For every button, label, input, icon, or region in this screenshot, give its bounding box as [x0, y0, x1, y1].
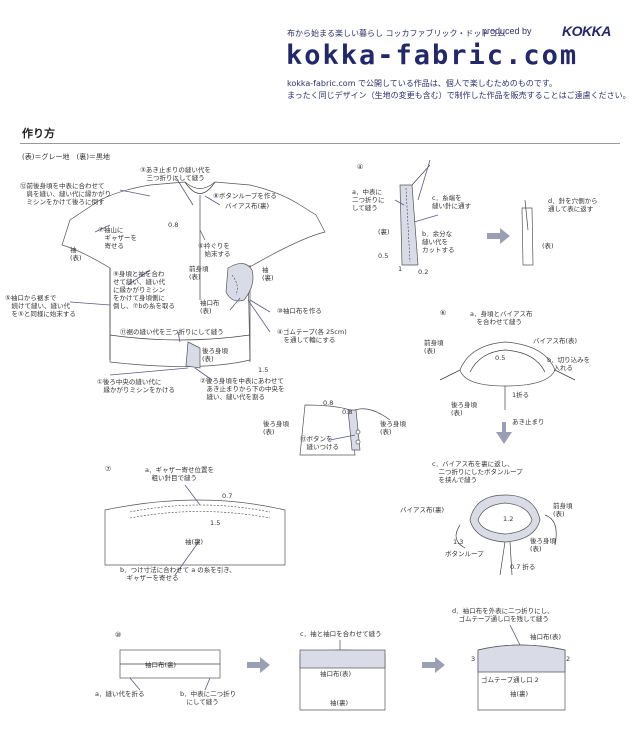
step4-0.2: 0.2 — [418, 268, 429, 276]
label-step13: ⑬ボタンを 縫いつける — [300, 435, 339, 451]
label-step12: ⑫前後身頃を中表に合わせて 肩を縫い、縫い代に縁かがり ミシンをかけて後ろに倒す — [20, 182, 111, 206]
label-step11: ⑪裾の縫い代を三つ折りにして縫う — [120, 328, 224, 336]
step10-number: ⑩ — [115, 631, 122, 639]
step6-back2: 後ろ身頃 (表) — [530, 537, 556, 553]
step7-1.5: 1.5 — [210, 519, 221, 527]
step7-sleeve: 袖(裏) — [185, 538, 204, 546]
step6-bias: バイアス布(表) — [533, 337, 578, 345]
step6-a: a．身頃とバイアス布 を合わせて縫う — [470, 310, 533, 326]
step6-drawing — [439, 341, 576, 576]
step10-cuff2: 袖口布(表) — [320, 670, 352, 678]
label-0.8-a: 0.8 — [168, 221, 179, 229]
label-0.8-c: 0.8 — [342, 408, 353, 416]
step4-1: 1 — [398, 265, 403, 273]
step6-c: c．バイアス布を裏に返し、 二つ折りにしたボタンループ を挟んで縫う — [432, 460, 523, 484]
step6-fold: 1折る — [512, 391, 530, 399]
notice-line-1: kokka-fabric.com で公開している作品は、個人で楽しむためのもので… — [287, 79, 557, 88]
step10-2: 2 — [566, 655, 571, 663]
step10-drawing — [119, 624, 566, 711]
label-step3: ③あき止まりの縫い代を 三つ折りにして縫う — [140, 166, 211, 182]
step6-0.5: 0.5 — [495, 354, 506, 362]
step6-stop: あき止まり — [512, 418, 545, 426]
label-front-body: 前身頃 (表) — [189, 265, 209, 281]
color-legend: (表)＝グレー地 (裏)＝黒地 — [22, 153, 110, 161]
step10-c: c．袖と袖口を合わせて縫う — [300, 630, 382, 638]
section-title: 作り方 — [22, 127, 55, 140]
step4-number: ④ — [357, 163, 364, 171]
label-step8: ⑧ボタンループを作る — [213, 192, 277, 200]
back-opening-detail — [299, 404, 391, 456]
smock-garment-drawing — [61, 181, 326, 369]
step4-c: c．糸端を 縫い針に通す — [432, 194, 471, 210]
label-0.8-b: 0.8 — [323, 399, 334, 407]
step6-front: 前身頃 (表) — [424, 339, 444, 355]
step10-b: b．中表に二つ折り にして縫う — [180, 690, 237, 706]
step10-cuff3: 袖口布(表) — [530, 633, 562, 641]
step10-cuff1: 袖口布(裏) — [145, 661, 177, 669]
step10-sleeve3: 袖(裏) — [510, 690, 529, 698]
step6-back: 後ろ身頃 (表) — [451, 401, 477, 417]
step4-b: b．余分な 縫い代を カットする — [422, 230, 455, 254]
section-rule — [20, 143, 620, 144]
step6-fold2: 0.7 折る — [510, 563, 536, 571]
produced-by: produced by — [482, 26, 532, 36]
step4-drawing — [394, 159, 534, 266]
step6-1.3: 1.3 — [453, 538, 464, 546]
label-step6: ⑥衿ぐりを 始末する — [198, 242, 231, 258]
step10-sleeve2: 袖(裏) — [330, 699, 349, 707]
step6-front2: 前身頃 (表) — [553, 502, 573, 518]
step10-gum: ゴムテープ通し口 2 — [481, 676, 539, 684]
label-step5: ⑤袖口から裾まで 続けて縫い、縫い代 を⑤と同様に始末する — [5, 294, 76, 318]
step6-1.2: 1.2 — [503, 515, 514, 523]
label-bias-back: バイアス布(裏) — [225, 202, 270, 210]
step7-0.7: 0.7 — [222, 492, 233, 500]
step10-a: a．縫い代を折る — [95, 690, 145, 698]
label-back-body-2: 後ろ身頃 (表) — [263, 420, 289, 436]
label-step1: ①後ろ中央の縫い代に 縁かがりミシンをかける — [97, 378, 175, 394]
step7-number: ⑦ — [105, 465, 112, 473]
step7-a: a．ギャザー寄せ位置を 粗い針目で縫う — [145, 466, 214, 482]
label-back-body: 後ろ身頃 (表) — [202, 347, 228, 363]
label-sleeve-front: 袖 (表) — [70, 246, 82, 262]
step4-ura: (裏) — [378, 228, 390, 236]
label-step7: ⑦袖山に ギャザーを 寄せる — [98, 226, 137, 250]
label-1.5: 1.5 — [258, 366, 269, 374]
label-sleeve-back: 袖 (裏) — [262, 266, 274, 282]
leader-lines-main — [69, 175, 271, 381]
label-step10: ⑩袖口布を作る — [277, 307, 322, 315]
step10-3: 3 — [471, 655, 476, 663]
step4-0.5: 0.5 — [378, 252, 389, 260]
step6-b: b．切り込みを 入れる — [547, 356, 591, 372]
step4-omote: (表) — [542, 242, 554, 250]
step4-a: a．中表に 二つ折りに して縫う — [352, 188, 385, 212]
notice-line-2: まったく同じデザイン（生地の変更も含む）で制作した作品を販売することはご遠慮くだ… — [287, 91, 631, 100]
label-step9: ⑨身頃と袖を合わ せて縫い、縫い代 に縁かがりミシン をかけて身頃側に 倒し、⑦… — [113, 270, 175, 310]
label-step2: ②後ろ身頃を中表にあわせて あき止まりから下の中央を 縫い、縫い代を割る — [200, 377, 285, 401]
step6-bias2: バイアス布(裏) — [400, 506, 445, 514]
step4-d: d．針を穴側から 通して表に返す — [548, 197, 598, 213]
label-cuff: 袖口布 (表) — [200, 299, 220, 315]
step7-b: b．つけ寸法に合わせて a の糸を引き、 ギャザーを寄せる — [120, 566, 236, 582]
step6-number: ⑥ — [440, 309, 447, 317]
header-tagline: 布から始まる楽しい暮らし コッカファブリック・ドットコム — [287, 29, 506, 38]
step6-loop: ボタンループ — [445, 550, 484, 558]
step7-drawing — [104, 484, 286, 576]
step10-d: d．袖口布を外表に二つ折りにし、 ゴムテープ通し口を残して縫う — [452, 607, 554, 623]
site-logo[interactable]: kokka-fabric.com — [286, 40, 579, 71]
label-back-body-3: 後ろ身頃 (表) — [380, 420, 406, 436]
kokka-brand-logo: KOKKA — [562, 23, 611, 39]
label-step4: ④ゴムテープ(各 25cm) を通して輪にする — [277, 328, 347, 344]
